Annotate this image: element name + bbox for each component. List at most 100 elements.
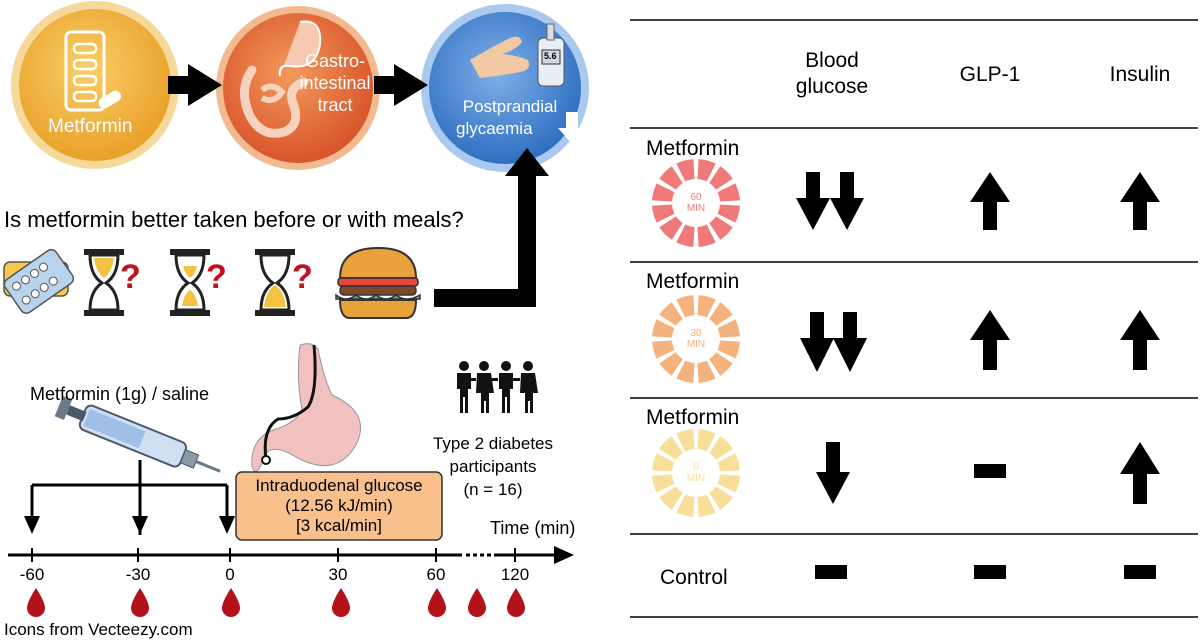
up-arrow-icon: [1120, 172, 1160, 230]
timer-segment: [709, 216, 733, 240]
up-arrow-icon: [1120, 310, 1160, 370]
infusion-box: [235, 471, 443, 541]
dose-label: Metformin (1g) / saline: [30, 384, 210, 404]
timer-segment: [709, 352, 733, 376]
two-down-arrows-icon: [796, 172, 864, 230]
timer-segment: [717, 319, 740, 338]
question-mark: ?: [120, 258, 141, 296]
header-blood-glucose-line2: glucose: [795, 75, 869, 98]
timer-segment: [697, 224, 716, 247]
up-arrow-icon: [970, 172, 1010, 230]
table-rules: [630, 19, 1198, 618]
tick-label: -30: [125, 565, 151, 584]
up-arrow-icon: [970, 310, 1010, 370]
timer-segment: [676, 224, 695, 247]
timer-segment: [659, 216, 683, 240]
participants-line2: participants: [449, 457, 537, 476]
dash-icon: [815, 565, 847, 579]
meal-to-glycaemia-arrow: [434, 148, 549, 307]
infusion-line1: Intraduodenal glucose: [255, 476, 423, 495]
timer-segment: [697, 159, 716, 182]
tick-label: 60: [426, 565, 446, 584]
pill-pack-icon: [3, 248, 75, 314]
dash-icon: [974, 565, 1006, 579]
timer-segment: [717, 204, 740, 223]
header-blood-glucose-line1: Blood: [805, 49, 859, 72]
timer-segment: [697, 429, 716, 452]
credit-text: Icons from Vecteezy.com: [4, 620, 193, 639]
gi-label-line3: tract: [317, 95, 353, 115]
timer-value: 30: [690, 328, 702, 339]
timer-segment: [709, 436, 733, 460]
glycaemia-label: Postprandial glycaemia: [450, 96, 570, 140]
syringe-icon: [54, 395, 221, 473]
timer-label: 30 MIN: [666, 328, 726, 350]
timeline-axis: [8, 546, 574, 564]
timer-segment: [709, 302, 733, 326]
timer-segment: [697, 360, 716, 383]
timer-segment: [676, 159, 695, 182]
glycaemia-line2: glycaemia: [456, 119, 533, 138]
timer-segment: [659, 486, 683, 510]
time-axis-label: Time (min): [490, 518, 576, 538]
timer-segment: [659, 302, 683, 326]
timer-unit: MIN: [686, 473, 706, 484]
hourglass-icon: [170, 249, 210, 316]
header-glp1: GLP-1: [959, 63, 1021, 86]
timer-segment: [697, 295, 716, 318]
timer-segment: [697, 494, 716, 517]
timer-segment: [652, 319, 675, 338]
timer-segment: [659, 166, 683, 190]
timer-segment: [676, 494, 695, 517]
burger-icon: [335, 246, 421, 319]
timer-60-icon: [652, 159, 740, 247]
timer-segment: [709, 166, 733, 190]
timer-label: 0 MIN: [666, 462, 726, 484]
timer-segment: [652, 183, 675, 202]
row-label: Metformin: [646, 406, 740, 429]
timer-value: 60: [690, 192, 702, 203]
timer-segment: [659, 352, 683, 376]
timer-unit: MIN: [686, 339, 706, 350]
timer-segment: [652, 340, 675, 359]
tick-label: 120: [500, 565, 530, 584]
row-label: Metformin: [646, 270, 740, 293]
timer-segment: [676, 360, 695, 383]
flow-arrow-2: [374, 64, 428, 106]
timer-segment: [676, 429, 695, 452]
gi-tract-circle: [216, 6, 380, 170]
participants-line1: Type 2 diabetes: [432, 434, 554, 453]
gi-label-line2: intestinal: [299, 73, 371, 93]
row-label: Control: [660, 566, 728, 589]
timer-0-icon: [652, 429, 740, 517]
timer-segment: [717, 474, 740, 493]
metformin-circle: [11, 1, 179, 169]
meter-reading: 5.6: [544, 51, 557, 61]
tick-label: -60: [19, 565, 45, 584]
dose-bracket: [24, 460, 235, 535]
glycaemia-circle: [421, 4, 589, 172]
timer-label: 60 MIN: [666, 192, 726, 214]
gi-tract-label: Gastro- intestinal tract: [290, 50, 380, 116]
two-down-arrows-icon: [800, 312, 867, 372]
question-mark: ?: [206, 258, 227, 296]
timer-segment: [659, 436, 683, 460]
hourglass-icon: [84, 249, 124, 316]
gi-label-line1: Gastro-: [304, 51, 365, 71]
timer-segment: [709, 486, 733, 510]
timer-unit: MIN: [686, 203, 706, 214]
timer-segment: [717, 340, 740, 359]
timer-segment: [652, 474, 675, 493]
tick-label: 0: [225, 565, 235, 584]
timer-segment: [652, 453, 675, 472]
timer-segment: [717, 453, 740, 472]
timer-30-icon: [652, 295, 740, 383]
timer-value: 0: [693, 462, 699, 473]
down-arrow-icon: [816, 442, 850, 504]
timer-segment: [652, 204, 675, 223]
up-arrow-icon: [1120, 442, 1160, 504]
row-label: Metformin: [646, 137, 740, 160]
participants-label: Type 2 diabetes participants (n = 16): [418, 432, 568, 501]
glycaemia-line1: Postprandial: [462, 97, 558, 116]
